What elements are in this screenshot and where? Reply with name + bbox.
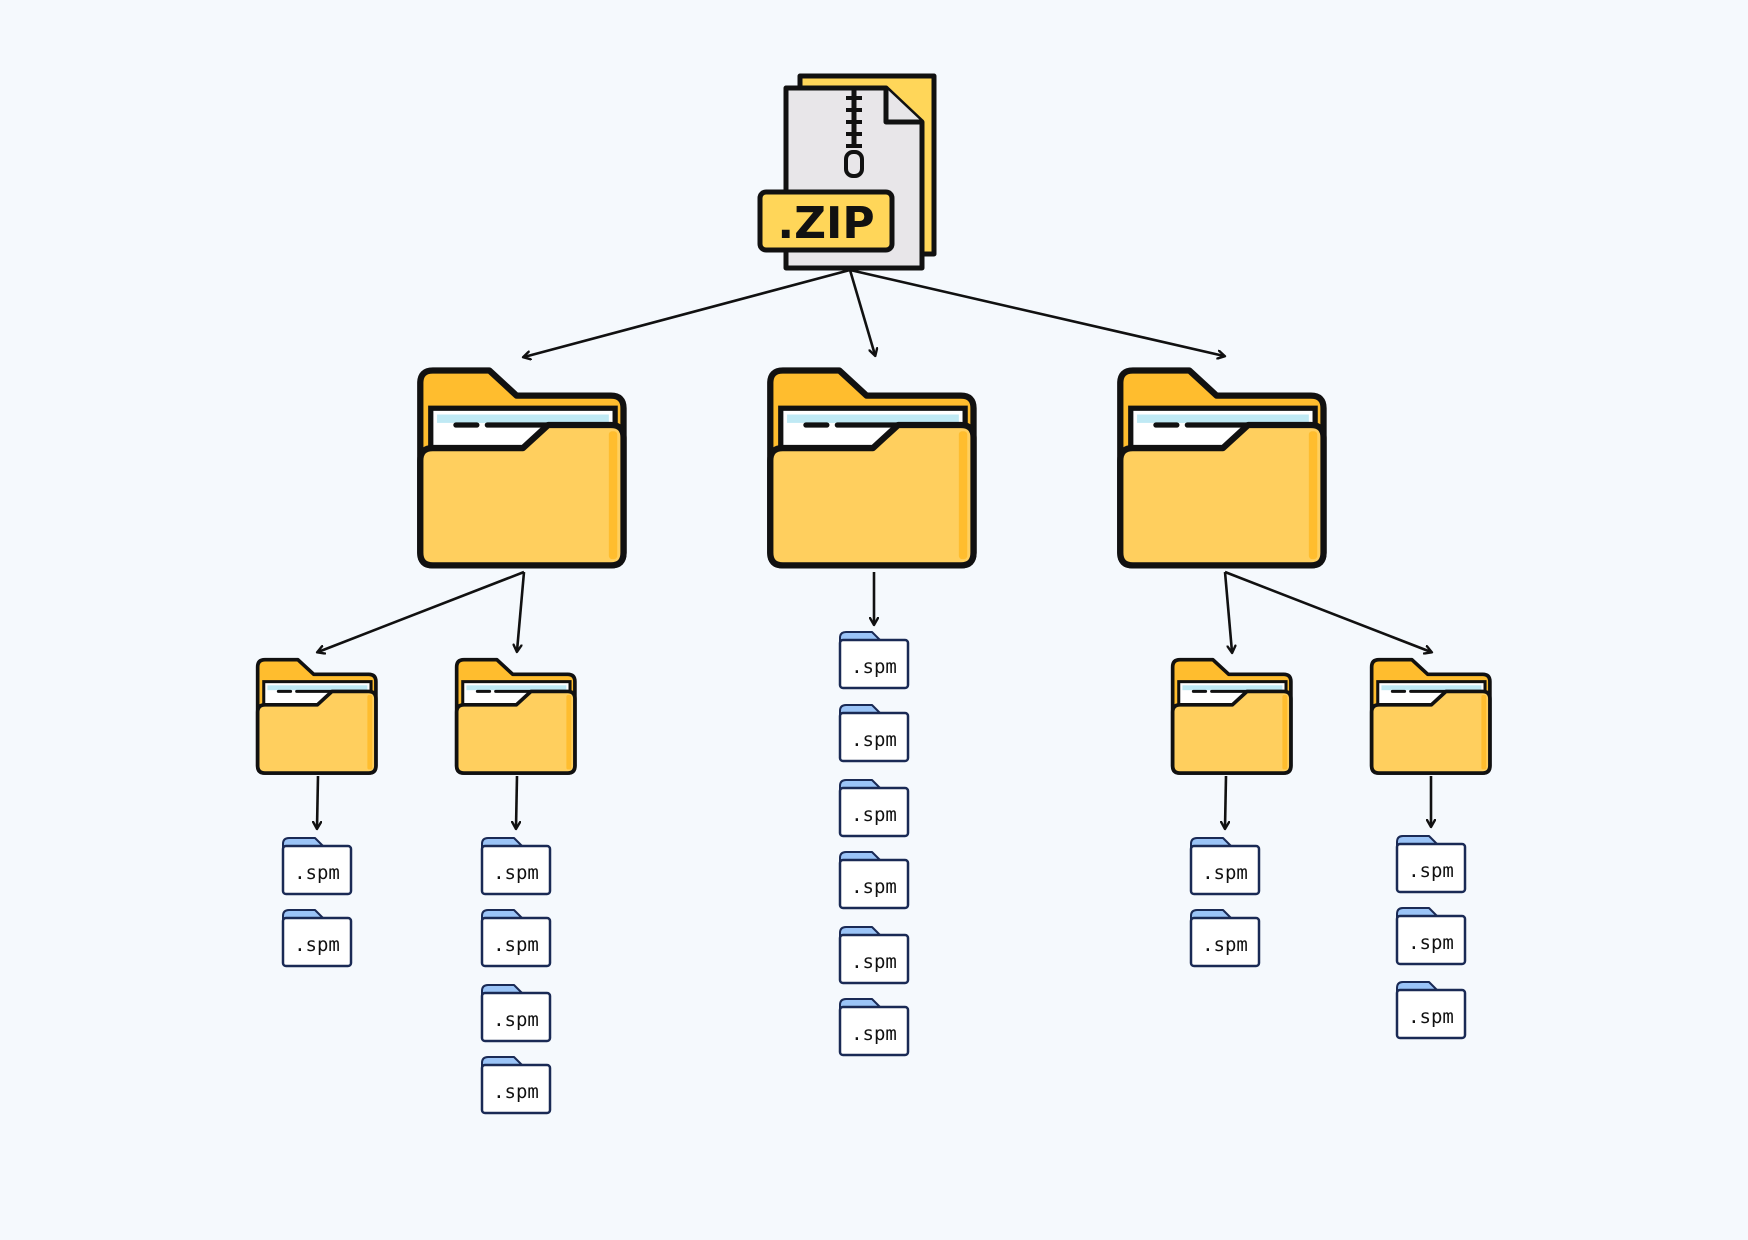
spm-file-label: .spm	[493, 1009, 539, 1031]
spm-file-label: .spm	[1202, 862, 1248, 884]
spm-file-label: .spm	[851, 804, 897, 826]
spm-file-icon: .spm	[1189, 836, 1261, 896]
spm-file-icon: .spm	[480, 1055, 552, 1115]
zip-file-icon: .ZIP	[757, 73, 937, 271]
arrow-subfolder-1a-to-files	[317, 775, 318, 828]
spm-file-label: .spm	[1202, 934, 1248, 956]
spm-file-label: .spm	[851, 876, 897, 898]
spm-file-label: .spm	[493, 934, 539, 956]
connector-group	[317, 268, 1431, 828]
spm-file-label: .spm	[1408, 1006, 1454, 1028]
spm-file-icon: .spm	[1395, 834, 1467, 894]
arrow-folder-3-to-subfolder-3a	[1223, 571, 1232, 652]
spm-file-icon: .spm	[838, 997, 910, 1057]
spm-file-icon: .spm	[1395, 906, 1467, 966]
spm-file-icon: .spm	[838, 850, 910, 910]
spm-file-icon: .spm	[281, 908, 353, 968]
arrow-subfolder-3a-to-files	[1225, 775, 1226, 828]
subfolder-1a-icon	[255, 657, 378, 775]
spm-file-icon: .spm	[480, 908, 552, 968]
subfolder-3b-icon	[1369, 657, 1492, 775]
folder-1-icon	[420, 371, 623, 566]
spm-file-icon: .spm	[480, 983, 552, 1043]
spm-file-icon: .spm	[1395, 980, 1467, 1040]
spm-file-label: .spm	[493, 862, 539, 884]
spm-file-label: .spm	[851, 656, 897, 678]
spm-file-icon: .spm	[281, 836, 353, 896]
zip-label: .ZIP	[777, 198, 874, 249]
spm-file-label: .spm	[294, 862, 340, 884]
spm-file-label: .spm	[294, 934, 340, 956]
arrow-root-to-folder-1	[524, 268, 851, 357]
arrow-folder-1-to-subfolder-1a	[318, 570, 525, 652]
spm-file-label: .spm	[851, 1023, 897, 1045]
subfolder-3a-icon	[1170, 657, 1293, 775]
spm-file-label: .spm	[493, 1081, 539, 1103]
spm-file-icon: .spm	[838, 778, 910, 838]
arrow-root-to-folder-2	[848, 269, 875, 355]
spm-file-icon: .spm	[1189, 908, 1261, 968]
spm-file-icon: .spm	[838, 630, 910, 690]
spm-file-icon: .spm	[480, 836, 552, 896]
subfolder-1b-icon	[454, 657, 577, 775]
spm-file-icon: .spm	[838, 925, 910, 985]
folder-3-icon	[1120, 371, 1323, 566]
spm-file-label: .spm	[851, 951, 897, 973]
spm-file-label: .spm	[851, 729, 897, 751]
arrow-root-to-folder-3	[849, 268, 1224, 356]
arrow-folder-1-to-subfolder-1b	[517, 571, 526, 651]
spm-file-label: .spm	[1408, 860, 1454, 882]
arrow-folder-3-to-subfolder-3b	[1224, 570, 1431, 652]
folder-2-icon	[770, 371, 973, 566]
arrow-subfolder-1b-to-files	[516, 775, 517, 828]
spm-file-icon: .spm	[838, 703, 910, 763]
spm-files-group: .spm .spm .spm .spm .spm .spm .spm .spm .spm .spm…	[281, 630, 1467, 1115]
spm-file-label: .spm	[1408, 932, 1454, 954]
